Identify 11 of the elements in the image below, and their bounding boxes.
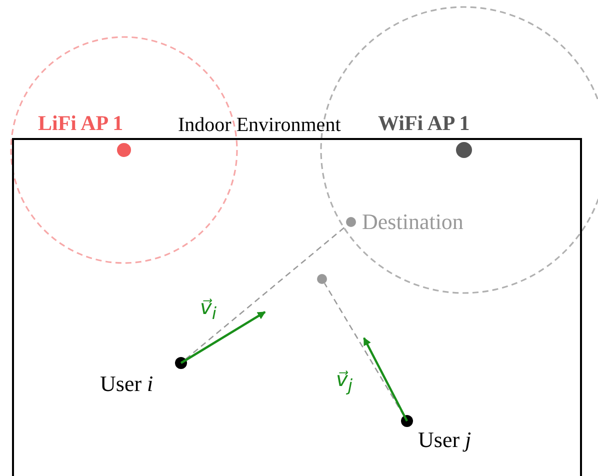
node-label: User i	[100, 371, 154, 397]
node-label: LiFi AP 1	[38, 111, 124, 136]
environment-title: Indoor Environment	[178, 113, 341, 137]
node-label: Destination	[362, 209, 464, 235]
access-point-dot	[456, 142, 472, 158]
access-point-dot	[117, 143, 131, 157]
path-line	[324, 282, 404, 416]
destination-dot	[346, 217, 356, 227]
waypoint-dot	[317, 274, 327, 284]
node-label: User j	[418, 427, 472, 453]
node-label: WiFi AP 1	[378, 111, 470, 136]
